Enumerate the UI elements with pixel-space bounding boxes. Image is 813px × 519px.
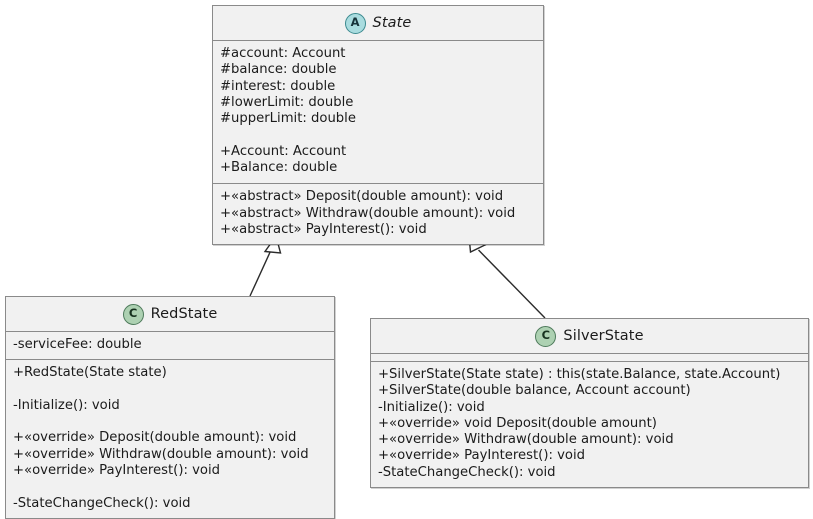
attribute-line: +Account: Account (220, 143, 347, 159)
blank-line (13, 414, 327, 430)
operation-line: -Initialize(): void (378, 399, 485, 415)
operation-line: +«abstract» PayInterest(): void (220, 221, 427, 237)
class-name-redstate: RedState (150, 306, 218, 322)
operation-line: +«override» Deposit(double amount): void (13, 430, 297, 446)
class-name-silverstate: SilverState (563, 328, 644, 344)
attribute-line: #account: Account (220, 46, 346, 61)
class-name-state: State (372, 15, 412, 31)
operation-line: -Initialize(): void (13, 397, 120, 413)
operation-line: -StateChangeCheck(): void (378, 464, 556, 480)
class-header-state: A State (213, 6, 543, 41)
attributes-compartment-redstate: -serviceFee: double (6, 332, 334, 360)
operation-line: +«abstract» Withdraw(double amount): voi… (220, 205, 516, 221)
generalization-silverstate-to-state (468, 234, 546, 319)
concrete-class-icon: C (535, 325, 557, 347)
operation-line: +«override» void Deposit(double amount) (378, 415, 657, 431)
uml-class-state[interactable]: A State #account: Account #balance: doub… (212, 5, 544, 246)
uml-class-silverstate[interactable]: C SilverState +SilverState(State state) … (370, 318, 809, 489)
abstract-class-icon: A (344, 12, 366, 34)
operation-line: -StateChangeCheck(): void (13, 495, 191, 511)
class-header-silverstate: C SilverState (371, 319, 808, 354)
operations-compartment-silverstate: +SilverState(State state) : this(state.B… (371, 361, 808, 488)
attribute-line: -serviceFee: double (13, 337, 142, 352)
operation-line: +SilverState(State state) : this(state.B… (378, 367, 781, 382)
attribute-line: #upperLimit: double (220, 111, 356, 127)
operation-line: +RedState(State state) (13, 365, 167, 381)
blank-line (220, 127, 536, 143)
generalization-line (249, 248, 273, 297)
blank-line (13, 479, 327, 495)
operation-line: +«override» PayInterest(): void (13, 463, 221, 479)
operation-line: +«override» Withdraw(double amount): voi… (378, 432, 674, 448)
operation-line: +«override» PayInterest(): void (378, 448, 586, 464)
attributes-compartment-state: #account: Account #balance: double #inte… (213, 41, 543, 184)
class-header-redstate: C RedState (6, 297, 334, 332)
operation-line: +SilverState(double balance, Account acc… (378, 383, 691, 399)
blank-line (13, 382, 327, 398)
operations-compartment-state: +«abstract» Deposit(double amount): void… (213, 183, 543, 245)
attribute-line: #balance: double (220, 62, 337, 78)
attribute-line: #lowerLimit: double (220, 94, 354, 110)
generalization-line (477, 249, 546, 319)
operations-compartment-redstate: +RedState(State state) -Initialize(): vo… (6, 359, 334, 518)
attributes-compartment-silverstate (371, 354, 808, 361)
concrete-class-icon: C (122, 303, 144, 325)
operation-line: +«abstract» Deposit(double amount): void (220, 189, 504, 205)
attribute-line: +Balance: double (220, 160, 338, 176)
uml-class-redstate[interactable]: C RedState -serviceFee: double +RedState… (5, 296, 335, 519)
attribute-line: #interest: double (220, 78, 336, 94)
operation-line: +«override» Withdraw(double amount): voi… (13, 446, 309, 462)
